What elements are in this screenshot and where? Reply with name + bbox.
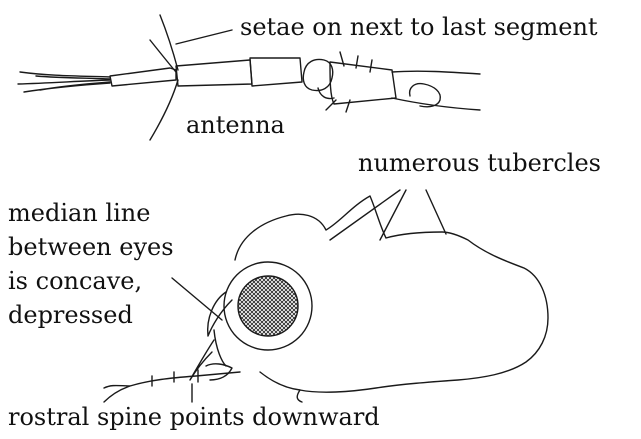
antenna-label: antenna — [186, 108, 285, 142]
median-line-label-line-2: between eyes — [8, 230, 174, 264]
antenna-filaments — [18, 72, 110, 92]
rostral-spine-label: rostral spine points downward — [8, 400, 380, 434]
tubercles-leader-1 — [330, 190, 400, 240]
median-line-label-line-1: median line — [8, 196, 174, 230]
median-depression — [208, 292, 232, 336]
antenna-segment-thin — [110, 68, 176, 86]
setae-label: setae on next to last segment — [240, 10, 598, 44]
lower-antennule — [104, 372, 240, 402]
antenna-segment-5 — [330, 62, 396, 104]
tubercles-leader-2 — [380, 190, 406, 240]
tubercles-label: numerous tubercles — [358, 146, 601, 180]
median-line-label-line-3: is concave, — [8, 264, 174, 298]
median-leader-line — [172, 278, 222, 320]
setae-leader-line — [176, 30, 232, 44]
antenna-segment-3 — [250, 58, 302, 86]
eye-inner — [238, 276, 298, 336]
median-line-label-line-4: depressed — [8, 298, 174, 332]
tubercles-leader-3 — [426, 190, 446, 234]
antenna-setae — [150, 15, 178, 140]
antenna-segment-2 — [176, 60, 252, 86]
median-line-label: median line between eyes is concave, dep… — [8, 196, 174, 332]
antenna-segment-4 — [303, 60, 332, 91]
